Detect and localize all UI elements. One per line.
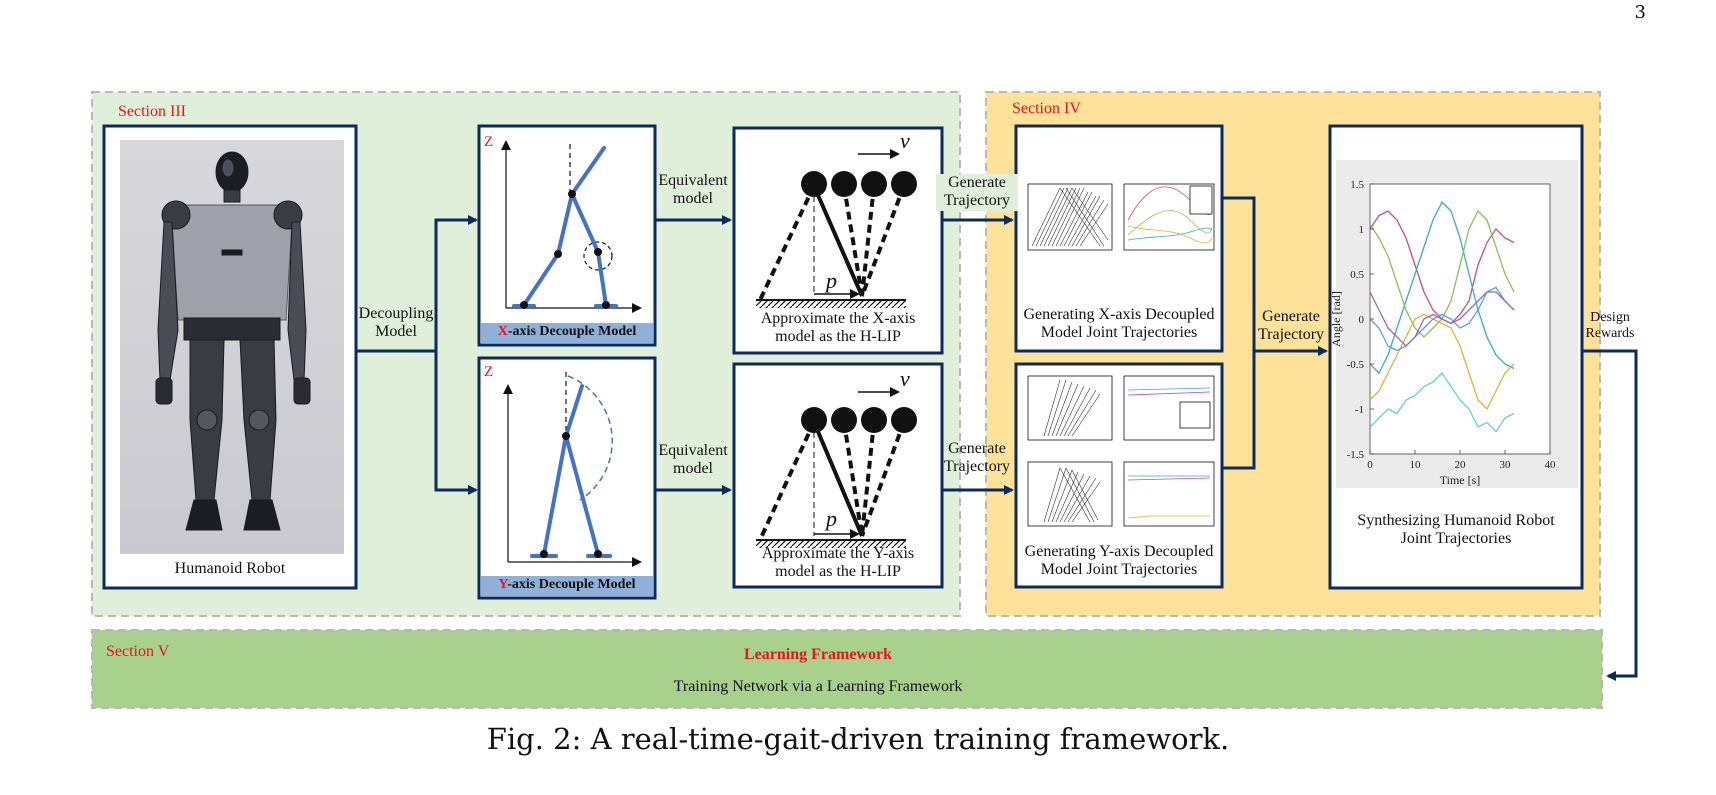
chart-y-tick-label: 0 <box>1359 314 1365 326</box>
figure-caption: Fig. 2: A real-time-gait-driven training… <box>486 722 1230 756</box>
learning-title: Learning Framework <box>744 646 892 663</box>
hlip-y-line2: model as the H-LIP <box>775 563 901 581</box>
x-model-caption-text: -axis Decouple Model <box>507 324 637 339</box>
section-iii-label: Section III <box>118 103 186 120</box>
equivalent-label-y: Equivalent model <box>652 442 734 479</box>
decoupling-label: Decoupling Model <box>354 305 438 342</box>
gen-x-plots <box>1027 183 1215 251</box>
decoupling-line1: Decoupling <box>358 305 434 322</box>
hlip-x-line2: model as the H-LIP <box>775 328 901 346</box>
x-model-axis-letter: X <box>497 324 508 339</box>
equivalent-label-x: Equivalent model <box>652 172 734 209</box>
robot-label: Humanoid Robot <box>174 560 286 577</box>
chart-series-line-6 <box>1369 291 1515 347</box>
chart-series-line-4 <box>1369 313 1515 411</box>
decoupling-line2: Model <box>375 323 417 341</box>
x-model-legs <box>512 146 618 308</box>
gen-x-line1: Generating X-axis Decoupled <box>1023 306 1215 323</box>
generate-y-line1: Generate <box>948 440 1006 457</box>
learning-subtitle: Training Network via a Learning Framewor… <box>673 678 963 695</box>
synth-line2: Joint Trajectories <box>1400 530 1512 548</box>
hlip-x-line1: Approximate the X-axis <box>760 310 916 327</box>
decoupling-connector <box>356 215 478 495</box>
y-model-z-label: Z <box>484 364 494 380</box>
hlip-x-diagram <box>756 149 917 308</box>
synth-label: Synthesizing Humanoid Robot Joint Trajec… <box>1330 512 1582 549</box>
generate-label-x: Generate Trajectory <box>936 174 1018 211</box>
hlip-x-v: v <box>900 128 910 153</box>
gen-y-box <box>1014 362 1224 589</box>
equivalent-x-line2: model <box>673 190 713 208</box>
gen-x-box <box>1014 124 1224 353</box>
synth-line1: Synthesizing Humanoid Robot <box>1357 512 1555 529</box>
humanoid-robot-icon <box>155 151 311 531</box>
gen-y-line1: Generating Y-axis Decoupled <box>1024 543 1214 560</box>
equivalent-x-line1: Equivalent <box>658 172 728 189</box>
hlip-y-v: v <box>900 366 910 391</box>
section-v-panel <box>91 629 1603 709</box>
design-rewards-line2: Rewards <box>1585 326 1635 342</box>
y-model-axis-letter: Y <box>498 577 508 592</box>
chart-x-tick-label: 30 <box>1500 459 1512 471</box>
chart-y-tick-label: -1 <box>1355 404 1364 416</box>
design-rewards-label: Design Rewards <box>1580 310 1640 342</box>
equivalent-y-line1: Equivalent <box>658 442 728 459</box>
hlip-x-p: p <box>826 268 837 293</box>
chart-y-tick-label: -0.5 <box>1347 359 1365 371</box>
chart-x-axis-label: Time [s] <box>1440 473 1481 487</box>
gen-y-line2: Model Joint Trajectories <box>1040 561 1198 579</box>
hlip-y-line1: Approximate the Y-axis <box>761 545 915 562</box>
design-rewards-arrow <box>1582 349 1638 681</box>
chart-x-tick-label: 40 <box>1545 459 1557 471</box>
gen-x-label: Generating X-axis Decoupled Model Joint … <box>1016 306 1222 343</box>
generate-x-line2: Trajectory <box>943 192 1011 210</box>
chart-y-tick-label: 0.5 <box>1350 269 1364 281</box>
chart-y-tick-label: 1.5 <box>1350 179 1364 191</box>
equivalent-y-line2: model <box>673 460 713 478</box>
hlip-x-label: Approximate the X-axis model as the H-LI… <box>734 310 942 347</box>
hlip-y-diagram <box>756 387 917 548</box>
gen-y-label: Generating Y-axis Decoupled Model Joint … <box>1016 543 1222 580</box>
y-model-caption: Y-axis Decouple Model <box>481 577 653 593</box>
gen-y-plots <box>1027 375 1215 527</box>
chart-x-tick-label: 0 <box>1367 459 1373 471</box>
chart-series-line-2 <box>1369 200 1515 375</box>
generate-label-y: Generate Trajectory <box>936 440 1018 477</box>
y-model-legs <box>530 384 612 558</box>
chart-y-tick-label: 1 <box>1359 224 1365 236</box>
x-model-caption: X-axis Decouple Model <box>481 324 653 340</box>
generate-merge-line1: Generate <box>1262 308 1320 325</box>
chart-y-tick-label: -1.5 <box>1347 449 1365 461</box>
page-number: 3 <box>1634 2 1646 23</box>
y-model-caption-bar <box>481 576 653 596</box>
merge-connector <box>1222 196 1328 470</box>
section-v-label: Section V <box>106 643 170 660</box>
generate-y-line2: Trajectory <box>943 458 1011 476</box>
hlip-y-label: Approximate the Y-axis model as the H-LI… <box>734 545 942 582</box>
gen-x-line2: Model Joint Trajectories <box>1040 324 1198 342</box>
chart-x-tick-label: 20 <box>1455 459 1467 471</box>
section-iv-label: Section IV <box>1012 100 1081 117</box>
generate-merge-line2: Trajectory <box>1257 326 1325 344</box>
design-rewards-line1: Design <box>1590 310 1630 325</box>
chart-series-line-5 <box>1369 286 1515 352</box>
y-model-caption-text: -axis Decouple Model <box>507 577 636 592</box>
chart-series-line-7 <box>1369 371 1515 433</box>
y-model-diagram <box>503 372 642 567</box>
generate-label-merge: Generate Trajectory <box>1250 308 1332 345</box>
x-model-caption-bar <box>481 323 653 343</box>
hlip-y-p: p <box>826 506 837 531</box>
chart-x-tick-label: 10 <box>1410 459 1422 471</box>
generate-x-line1: Generate <box>948 174 1006 191</box>
chart-y-axis-label: Angle [rad] <box>1329 291 1343 347</box>
x-model-z-label: Z <box>484 134 494 150</box>
